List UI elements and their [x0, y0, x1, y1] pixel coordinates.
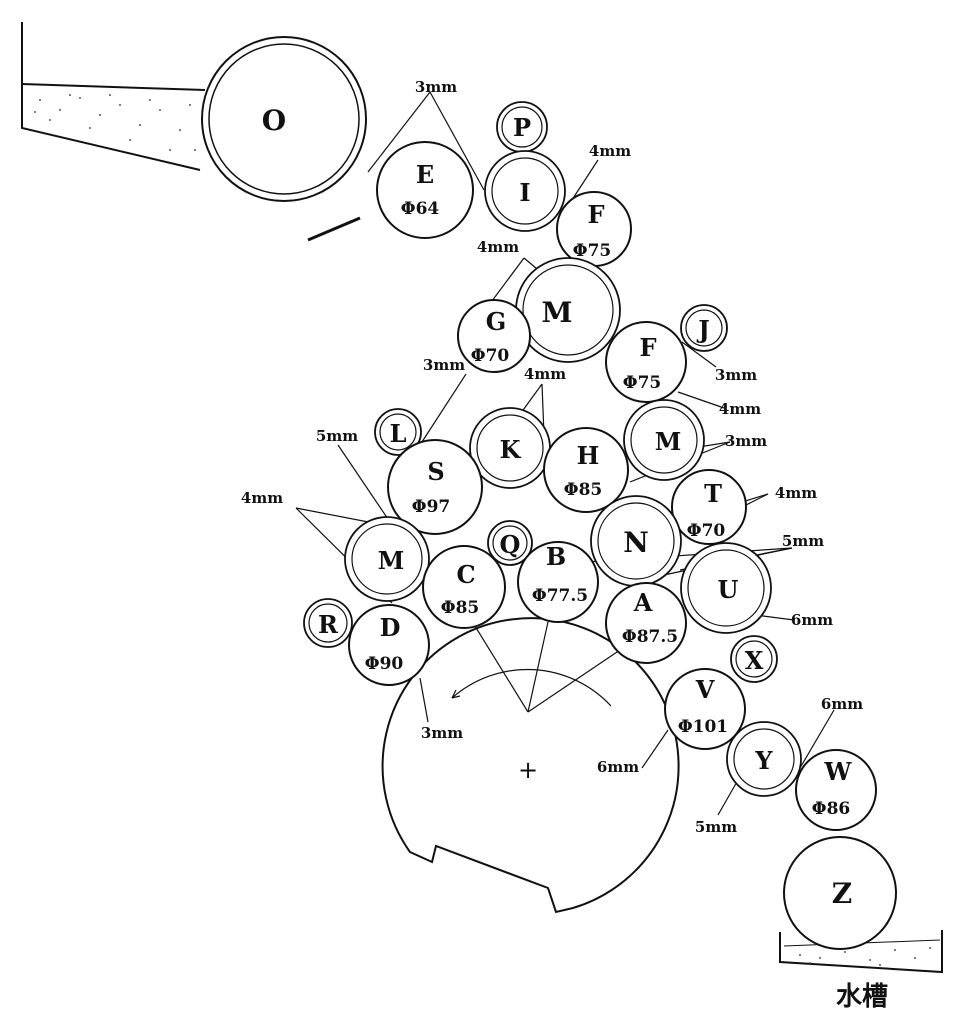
roller-label: K: [500, 435, 522, 464]
roller-diameter: Φ70: [471, 346, 510, 366]
roller-label: M: [378, 546, 405, 575]
roller-label: N: [623, 526, 649, 559]
roller-A: A Φ87.5: [605, 582, 687, 664]
roller-M-left: M: [344, 516, 430, 602]
roller-L: L: [374, 408, 422, 456]
gap-labels: 3mm 4mm 4mm 3mm 3mm 4mm 4mm 3mm 5mm 4mm …: [241, 78, 863, 836]
roller-label: O: [262, 104, 286, 137]
roller-label: M: [542, 296, 573, 329]
roller-E: E Φ64: [376, 141, 474, 239]
roller-Q: Q: [487, 520, 533, 566]
gap-label: 3mm: [423, 356, 465, 374]
roller-diameter: Φ97: [412, 497, 450, 517]
roller-label: F: [639, 333, 656, 362]
gap-label: 3mm: [415, 78, 457, 96]
roller-J: J: [680, 304, 728, 352]
roller-label: Y: [754, 746, 773, 775]
roller-diameter: Φ85: [441, 598, 479, 618]
roller-I: I: [484, 150, 566, 232]
roller-label: G: [486, 307, 507, 336]
roller-label: B: [546, 542, 566, 571]
roller-label: I: [519, 178, 530, 207]
roller-label: Q: [500, 530, 521, 559]
roller-label: C: [456, 560, 475, 589]
gap-label: 4mm: [589, 142, 631, 160]
roller-M-right: M: [623, 399, 705, 481]
roller-label: L: [390, 419, 407, 448]
roller-C: C Φ85: [422, 545, 506, 629]
roller-label: W: [824, 757, 853, 786]
roller-label: S: [427, 457, 444, 486]
ink-fountain: [21, 22, 206, 171]
roller-U: U: [680, 542, 772, 634]
gap-label: 3mm: [725, 432, 767, 450]
roller-label: V: [695, 675, 715, 704]
roller-label: U: [718, 575, 739, 604]
roller-R: R: [303, 598, 353, 648]
roller-label: P: [513, 113, 531, 142]
water-tank: 水槽: [779, 930, 943, 1012]
roller-X: X: [730, 635, 778, 683]
gap-label: 6mm: [791, 611, 833, 629]
roller-label: Z: [832, 877, 852, 910]
gap-label: 4mm: [719, 400, 761, 418]
gap-label: 4mm: [524, 365, 566, 383]
roller-label: E: [416, 160, 434, 189]
roller-diameter: Φ85: [564, 480, 602, 500]
gap-label: 3mm: [421, 724, 463, 742]
roller-O: O: [201, 36, 367, 202]
roller-H: H Φ85: [543, 427, 629, 513]
roller-F-upper: F Φ75: [556, 191, 632, 267]
gap-label: 4mm: [241, 489, 283, 507]
roller-diameter: Φ101: [678, 717, 728, 737]
roller-label: J: [696, 315, 709, 344]
roller-label: D: [380, 613, 401, 642]
roller-P: P: [496, 101, 548, 153]
roller-K: K: [469, 407, 551, 489]
ink-blade: [307, 216, 361, 242]
roller-label: H: [577, 441, 600, 470]
roller-D: D Φ90: [348, 604, 430, 686]
roller-diameter: Φ90: [365, 654, 404, 674]
roller-diameter: Φ64: [401, 199, 440, 219]
roller-W: W Φ86: [795, 749, 877, 831]
roller-T: T Φ70: [671, 469, 747, 545]
water-tank-label: 水槽: [836, 982, 888, 1012]
roller-F-lower: F Φ75: [605, 321, 687, 403]
roller-label: F: [587, 200, 604, 229]
roller-N: N: [590, 495, 682, 587]
gap-label: 6mm: [821, 695, 863, 713]
roller-label: T: [704, 479, 722, 508]
roller-B: B Φ77.5: [517, 541, 599, 623]
gap-label: 4mm: [477, 238, 519, 256]
roller-diameter: Φ77.5: [532, 586, 588, 606]
roller-Y: Y: [726, 721, 802, 797]
roller-G: G Φ70: [457, 299, 531, 373]
gap-label: 3mm: [715, 366, 757, 384]
roller-label: M: [655, 427, 682, 456]
roller-label: X: [745, 646, 764, 675]
roller-diameter: Φ75: [623, 373, 661, 393]
gap-label: 4mm: [775, 484, 817, 502]
gap-label: 5mm: [695, 818, 737, 836]
roller-diameter: Φ70: [687, 521, 726, 541]
roller-diameter: Φ87.5: [622, 627, 678, 647]
roller-Z: Z: [783, 836, 897, 950]
roller-diameter: Φ86: [812, 799, 850, 819]
roller-diameter: Φ75: [573, 241, 611, 261]
roller-label: R: [318, 610, 339, 639]
gap-label: 5mm: [782, 532, 824, 550]
roller-label: A: [633, 588, 653, 617]
roller-M-upper: M: [515, 257, 621, 363]
roller-S: S Φ97: [387, 439, 483, 535]
gap-label: 5mm: [316, 427, 358, 445]
plate-cylinder-center-mark: +: [518, 756, 538, 784]
plate-cylinder: +: [381, 617, 680, 914]
roller-V: V Φ101: [664, 668, 746, 750]
gap-label: 6mm: [597, 758, 639, 776]
